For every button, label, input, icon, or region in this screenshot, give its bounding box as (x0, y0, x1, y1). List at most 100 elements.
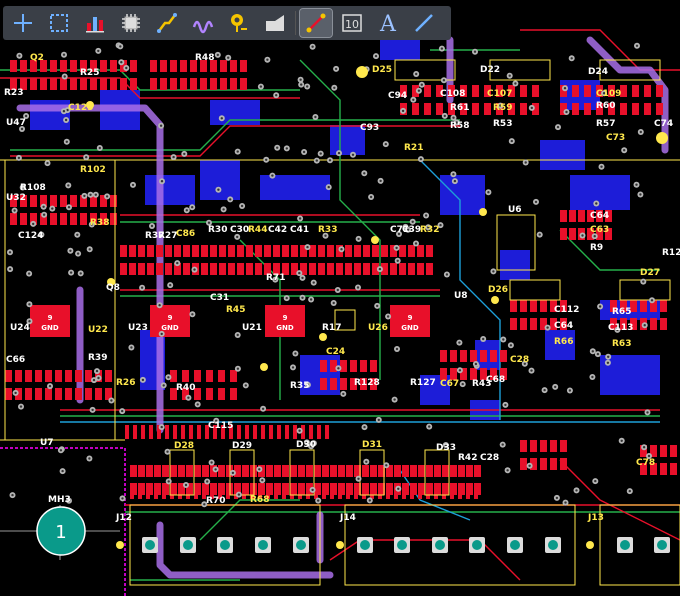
select-area-tool[interactable] (43, 9, 75, 37)
pad-tool[interactable] (223, 9, 255, 37)
arc-tool[interactable] (187, 9, 219, 37)
designator-label: R30 (208, 225, 227, 235)
designator-label: C67 (440, 379, 459, 389)
chart-tool[interactable] (79, 9, 111, 37)
designator-label: R68 (250, 495, 269, 505)
designator-label: R32 (420, 225, 439, 235)
route-icon (157, 13, 177, 33)
designator-label: C109 (596, 89, 621, 99)
designator-label: U26 (368, 323, 388, 333)
ic-net-label: GND (276, 324, 294, 332)
designator-label: C74 (654, 119, 673, 129)
designator-label: C108 (440, 89, 465, 99)
designator-label: R33 (318, 225, 337, 235)
counter-text: 10 (345, 18, 359, 31)
pad-icon (231, 14, 247, 32)
ic-pin-label: 9 (408, 314, 413, 322)
counter-icon: 10 (342, 14, 362, 32)
designator-label: C41 (290, 225, 309, 235)
designator-label: C64 (590, 211, 609, 221)
crosshair-icon (14, 14, 32, 32)
mounting-hole-pin: 1 (55, 522, 66, 543)
designator-label: R40 (176, 383, 195, 393)
designator-label: R26 (116, 378, 135, 388)
mounting-hole[interactable]: 1 MH3 (0, 495, 120, 560)
designator-label: C94 (388, 91, 407, 101)
ic-group: 9 GND 9 GND 9 GND 9 GND (30, 305, 430, 337)
place-cross-tool[interactable] (7, 9, 39, 37)
ic-pin-label: 9 (283, 314, 288, 322)
bar-chart-icon (86, 17, 104, 33)
designator-label: J14 (339, 513, 356, 523)
mounting-hole-label: MH3 (48, 495, 71, 505)
designator-label: D26 (488, 285, 508, 295)
designator-label: C30 (230, 225, 249, 235)
designator-label: U24 (10, 323, 30, 333)
ic-net-label: GND (161, 324, 179, 332)
route-tool[interactable] (151, 9, 183, 37)
designator-label: C39 (402, 225, 421, 235)
component-tool[interactable] (115, 9, 147, 37)
designator-label: D27 (640, 268, 660, 278)
designator-label: R65 (612, 307, 631, 317)
designator-label: R23 (4, 88, 23, 98)
designator-label: R61 (450, 103, 469, 113)
connector-pads (142, 537, 670, 553)
designator-label: R60 (596, 101, 615, 111)
polygon-tool[interactable] (259, 9, 291, 37)
designator-label: R66 (554, 337, 573, 347)
designator-label: R122 (662, 248, 680, 258)
designator-label: R25 (80, 68, 99, 78)
string-tool[interactable]: 10 (336, 9, 368, 37)
designator-label: U47 (6, 118, 26, 128)
designator-label: R37 (145, 231, 164, 241)
test-points (86, 66, 668, 549)
wave-icon (192, 20, 214, 34)
ic-net-label: GND (41, 324, 59, 332)
designator-label: C115 (208, 421, 233, 431)
line-tool[interactable] (408, 9, 440, 37)
designator-label: D24 (588, 67, 608, 77)
diag-route-icon (306, 13, 326, 33)
designator-label: C31 (210, 293, 229, 303)
ic-pin-label: 9 (168, 314, 173, 322)
designator-label: R44 (248, 225, 267, 235)
designator-label: C68 (486, 375, 505, 385)
designator-label: R45 (226, 305, 245, 315)
text-tool[interactable]: A (372, 9, 404, 37)
traces (0, 29, 680, 581)
designator-label: C78 (636, 458, 655, 468)
designator-label: C86 (176, 229, 195, 239)
designator-label: Q8 (106, 283, 120, 293)
ic-pin-label: 9 (48, 314, 53, 322)
designator-label: D31 (362, 440, 382, 450)
designator-label: R102 (80, 165, 106, 175)
designator-label: D29 (232, 441, 252, 451)
designator-label: R63 (612, 339, 631, 349)
designator-label: C64 (554, 321, 573, 331)
designator-label: D33 (436, 443, 456, 453)
designator-label: R38 (90, 218, 109, 228)
chip-icon (122, 14, 140, 32)
designator-label: D22 (480, 65, 500, 75)
designator-label: C112 (554, 305, 579, 315)
designator-label: U8 (454, 291, 468, 301)
designator-label: C125 (68, 103, 93, 113)
designator-label: U7 (40, 438, 54, 448)
text-a-icon: A (379, 12, 397, 35)
designator-label: C63 (590, 225, 609, 235)
designator-label: R70 (206, 496, 225, 506)
designator-label: C93 (360, 123, 379, 133)
designator-label: R9 (590, 243, 603, 253)
designator-label: R21 (404, 143, 423, 153)
designator-label: U6 (508, 205, 522, 215)
designator-label: R58 (450, 121, 469, 131)
designator-label: R53 (493, 119, 512, 129)
designator-label: R39 (88, 353, 107, 363)
interactive-route-tool[interactable] (299, 8, 333, 38)
designator-label: R43 (472, 379, 491, 389)
designator-label: R17 (322, 323, 341, 333)
designator-label: C28 (480, 453, 499, 463)
designator-label: R108 (20, 183, 46, 193)
